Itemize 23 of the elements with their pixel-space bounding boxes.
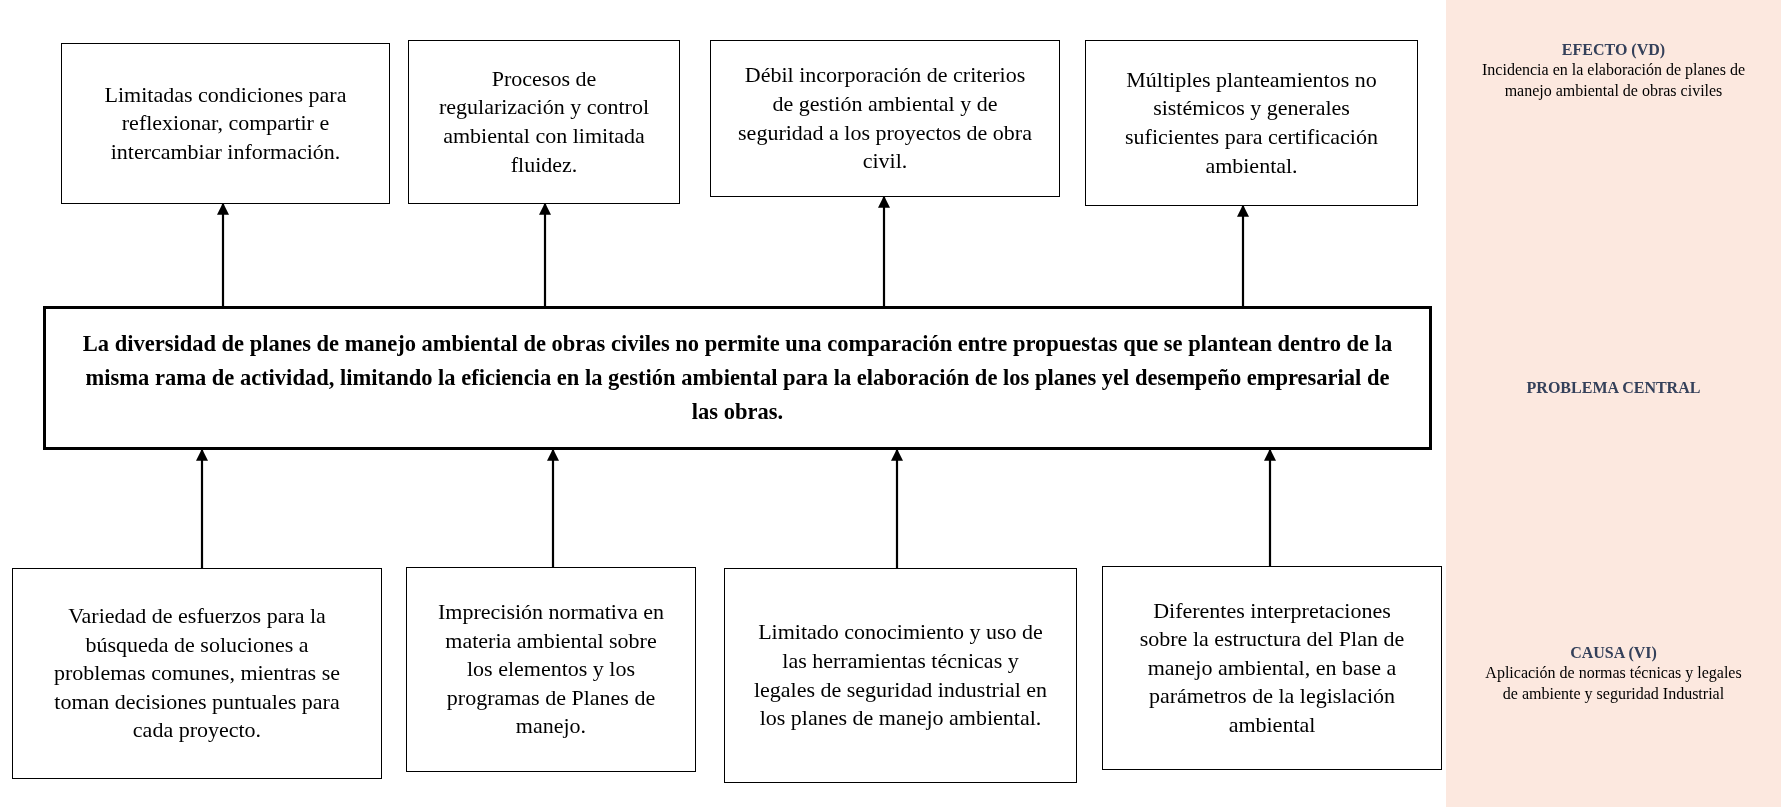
arrow <box>539 202 551 306</box>
arrow <box>196 448 208 568</box>
level-description: Incidencia en la elaboración de planes de manejo ambiental de obras civiles <box>1481 60 1746 102</box>
level-heading: PROBLEMA CENTRAL <box>1525 378 1702 398</box>
level-heading: EFECTO (VD) <box>1560 40 1667 61</box>
side-panel <box>1446 0 1781 807</box>
arrow <box>891 448 903 568</box>
level-heading: CAUSA (VI) <box>1569 643 1658 664</box>
effect-box: Procesos de regularización y control ambiental con limitada fluidez. <box>408 40 680 204</box>
arrow <box>547 448 559 567</box>
cause-box: Diferentes interpretaciones sobre la estructura del Plan de manejo ambiental, en base a parámetros de la legislación ambiental <box>1102 566 1442 770</box>
effect-box: Limitadas condiciones para reflexionar, compartir e intercambiar información. <box>61 43 390 204</box>
cause-box: Variedad de esfuerzos para la búsqueda de soluciones a problemas comunes, mientras se toman decisiones puntuales para cada proyecto. <box>12 568 382 779</box>
cause-box: Limitado conocimiento y uso de las herramientas técnicas y legales de seguridad industrial en los planes de manejo ambiental. <box>724 568 1077 783</box>
effect-box: Débil incorporación de criterios de gestión ambiental y de seguridad a los proyectos de obra civil. <box>710 40 1060 197</box>
arrow <box>217 202 229 306</box>
level-description: Aplicación de normas técnicas y legales de ambiente y seguridad Industrial <box>1484 663 1743 705</box>
problem-box: La diversidad de planes de manejo ambiental de obras civiles no permite una comparación entre propuestas que se plantean dentro de la misma rama de actividad, limitando la eficiencia en la gestión ambiental para la elaboración de los planes yel desempeño empresarial de las obras. <box>43 306 1432 450</box>
arrow <box>1264 448 1276 566</box>
cause-box: Imprecisión normativa en materia ambiental sobre los elementos y los programas de Planes de manejo. <box>406 567 696 772</box>
arrow <box>878 195 890 306</box>
effect-box: Múltiples planteamientos no sistémicos y generales suficientes para certificación ambiental. <box>1085 40 1418 206</box>
arrow <box>1237 204 1249 306</box>
